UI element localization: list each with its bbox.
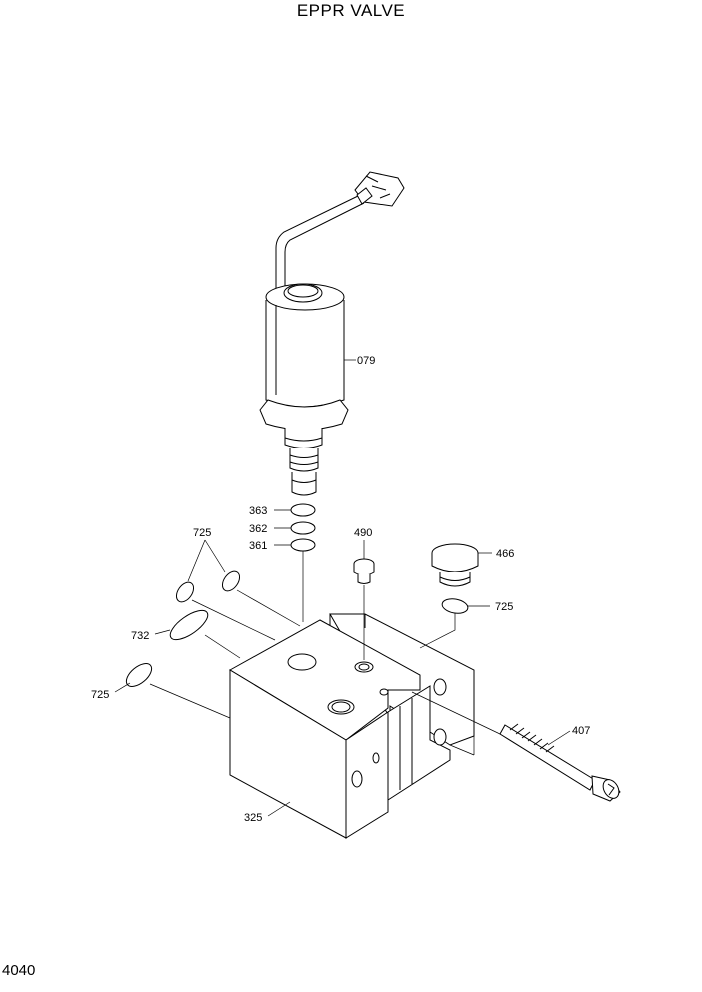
callout-363: 363 xyxy=(249,505,267,517)
o-ring-725-upper-a xyxy=(175,581,195,603)
callout-407: 407 xyxy=(572,725,590,737)
callout-725-top: 725 xyxy=(193,527,211,539)
callout-325: 325 xyxy=(244,812,262,824)
callout-361: 361 xyxy=(249,540,267,552)
assembly-lines xyxy=(149,551,501,756)
o-ring-725-upper-b xyxy=(221,570,241,592)
solenoid-cable xyxy=(275,195,365,290)
callout-725-right: 725 xyxy=(495,601,513,613)
callout-079: 079 xyxy=(357,355,375,367)
callout-362: 362 xyxy=(249,523,267,535)
plug-466 xyxy=(431,543,479,587)
page-title: EPPR VALVE xyxy=(296,1,406,20)
callout-732: 732 xyxy=(131,630,149,642)
o-rings-stack xyxy=(290,503,316,552)
leader-lines xyxy=(114,359,571,817)
callout-466: 466 xyxy=(496,548,514,560)
page-number: 4040 xyxy=(2,962,36,979)
solenoid-connector xyxy=(354,171,405,207)
callout-labels: 079 363 362 361 725 490 466 725 732 725 … xyxy=(91,355,590,824)
o-ring-732 xyxy=(169,609,209,641)
plug-490 xyxy=(353,558,375,584)
o-ring-725-left xyxy=(125,663,153,687)
solenoid-body xyxy=(259,283,349,496)
bolt-407 xyxy=(499,723,621,802)
o-ring-725-right xyxy=(441,598,469,614)
callout-725-left: 725 xyxy=(91,689,109,701)
callout-490: 490 xyxy=(354,527,372,539)
valve-block xyxy=(229,613,475,839)
